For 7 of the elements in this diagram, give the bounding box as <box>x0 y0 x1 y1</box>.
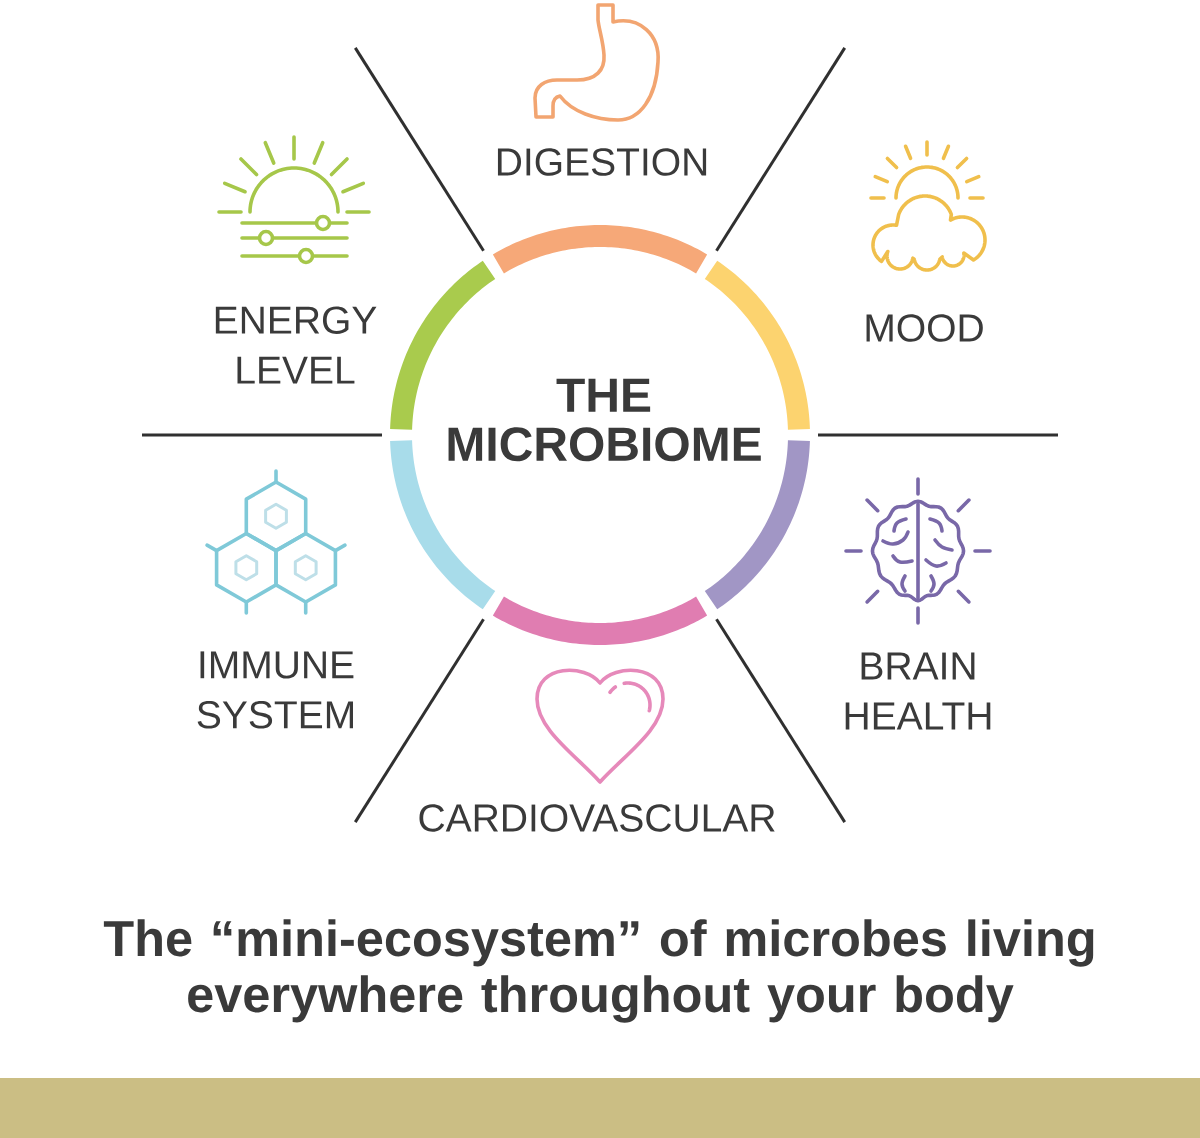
category-label: BRAIN HEALTH <box>845 652 991 730</box>
caption: The “mini-ecosystem” of microbes living everywhere throughout your body <box>103 919 1094 1023</box>
center-ring: THE MICROBIOME <box>390 225 810 645</box>
category-label: MOOD <box>866 314 983 342</box>
category-label: IMMUNE SYSTEM <box>197 651 354 729</box>
category-label: CARDIOVASCULAR <box>419 804 775 832</box>
category-label: DIGESTION <box>497 148 707 176</box>
